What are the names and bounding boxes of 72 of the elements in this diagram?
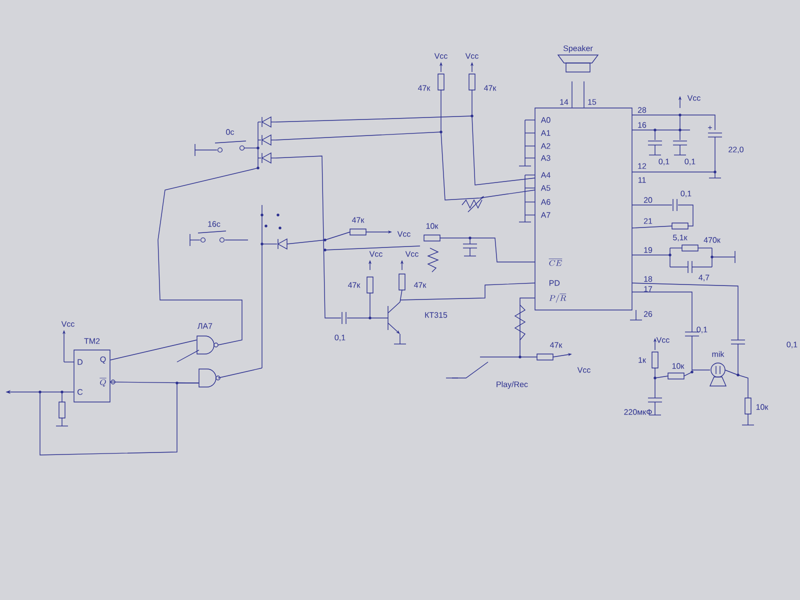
- component-label: 47к: [418, 85, 430, 91]
- component-label: 47к: [550, 342, 562, 348]
- component-label: 220мкФ: [624, 409, 652, 415]
- pin-label: A6: [540, 199, 550, 205]
- component-label: 47к: [414, 282, 426, 288]
- component-label: 0с: [226, 129, 234, 135]
- wire: [110, 382, 199, 384]
- component-label: 47к: [348, 282, 360, 288]
- nand-gate: [198, 368, 220, 388]
- pin-number: 26: [644, 311, 652, 317]
- pin-number: 19: [644, 247, 652, 253]
- component-label: Vcc: [397, 231, 410, 237]
- pin-number: 20: [644, 197, 652, 203]
- pin-number: 28: [638, 107, 646, 113]
- pin-label: C: [78, 389, 83, 395]
- pin-label: A7: [540, 212, 550, 218]
- pin-label: Q: [100, 356, 106, 364]
- component-label: 0,1: [786, 342, 798, 348]
- component-label: 0,1: [658, 158, 670, 166]
- chip-name: ТМ2: [84, 338, 100, 344]
- pin-number: 15: [588, 99, 596, 105]
- pin-label: A3: [540, 155, 550, 161]
- component-label: КТ315: [425, 312, 448, 318]
- component-label: 1к: [638, 357, 646, 363]
- component-label: Vcc: [577, 367, 590, 373]
- pin-number: 16: [638, 122, 646, 128]
- component-label: Vcc: [405, 251, 418, 257]
- component-label: Vcc: [369, 251, 382, 257]
- component-label: 0,1: [684, 158, 696, 166]
- component-label: 470к: [704, 237, 720, 243]
- component-label: 0,1: [680, 190, 692, 198]
- ic-chip: [534, 99, 652, 317]
- pin-label: A5: [540, 185, 550, 191]
- component-label: 22,0: [728, 146, 744, 154]
- speaker-label: Speaker: [563, 45, 593, 53]
- pin-number: 18: [644, 276, 652, 282]
- pin-number: 14: [560, 99, 568, 105]
- component-label: Play/Rec: [496, 381, 528, 389]
- pin-label: $P/\overline{R}$: [549, 294, 566, 303]
- pin-number: 21: [644, 218, 652, 224]
- component-label: 47к: [352, 217, 364, 223]
- component-label: 10к: [672, 363, 684, 369]
- component-label: 4,7: [698, 274, 710, 282]
- component-label: Vcc: [687, 95, 700, 101]
- wire: [110, 340, 197, 360]
- pin-label: A1: [540, 130, 550, 136]
- pin-label: A2: [540, 143, 550, 149]
- component-label: +: [708, 126, 712, 130]
- component-label: Vcc: [465, 53, 478, 59]
- component-label: Vcc: [434, 53, 448, 59]
- pin-label: A4: [540, 172, 550, 178]
- pin-number: 12: [638, 163, 646, 169]
- pin-number: 17: [644, 286, 652, 292]
- pin-number: 11: [638, 177, 646, 183]
- component-label: 16с: [208, 221, 220, 227]
- pin-label: $\overline{CE}$: [548, 258, 562, 266]
- component-label: 0,1: [334, 334, 346, 342]
- pin-label: $\overline{Q}$: [100, 378, 106, 387]
- pin-label: A0: [540, 117, 550, 123]
- component-label: Vcc: [61, 321, 74, 327]
- pin-label: PD: [550, 280, 560, 286]
- component-label: 10к: [426, 223, 438, 229]
- component-label: 10к: [756, 404, 768, 410]
- chip-name: ЛА7: [198, 323, 212, 329]
- component-label: 0,1: [696, 326, 708, 334]
- component-label: 47к: [484, 85, 496, 91]
- flip-flop-box: [74, 338, 116, 402]
- pin-label: D: [78, 359, 82, 365]
- component-label: Vcc: [656, 337, 670, 343]
- component-label: 5,1к: [673, 234, 688, 242]
- component-label: mik: [712, 351, 724, 357]
- nand-gate: [196, 323, 218, 354]
